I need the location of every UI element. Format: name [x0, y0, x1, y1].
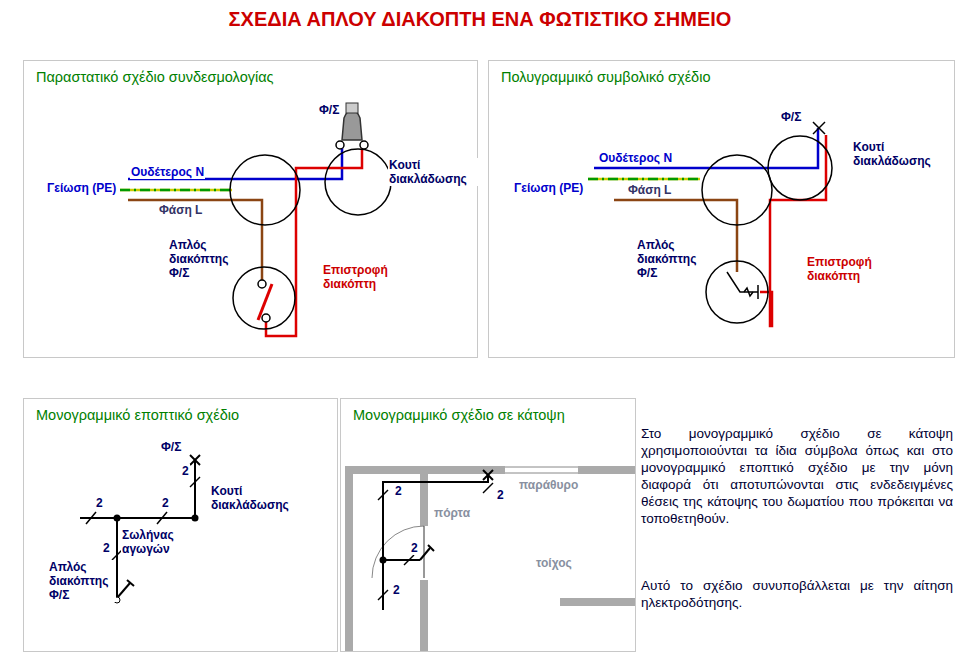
panel-heading: Παραστατικό σχέδιο συνδεσμολογίας — [36, 69, 274, 85]
part-label: πόρτα — [433, 506, 471, 520]
part-label: Επιστροφή διακόπτη — [806, 255, 888, 283]
callout-label: 2 — [392, 583, 401, 597]
callout-label: 2 — [394, 484, 403, 498]
note-text: Στο μονογραμμικό σχέδιο σε κάτοψη χρησιμ… — [640, 425, 954, 527]
panel-heading: Πολυγραμμικό συμβολικό σχέδιο — [501, 69, 710, 85]
part-label: Απλός διακόπτης Φ/Σ — [48, 560, 116, 602]
part-label: Κουτί διακλάδωσης — [210, 484, 304, 512]
part-label: τοίχος — [535, 556, 573, 570]
part-label: Φάση L — [158, 203, 203, 217]
diagram-title: ΣΧΕΔΙΑ ΑΠΛΟΥ ΔΙΑΚΟΠΤΗ ΕΝΑ ΦΩΤΙΣΤΙΚΟ ΣΗΜΕ… — [0, 8, 960, 31]
callout-label: Φ/Σ — [318, 103, 340, 117]
callout-label: 2 — [161, 496, 170, 510]
panel-heading: Μονογραμμικό σχέδιο σε κάτοψη — [353, 407, 565, 423]
part-label: Φάση L — [627, 183, 672, 197]
part-label: Ουδέτερος N — [130, 165, 205, 179]
callout-label: 2 — [181, 464, 190, 478]
part-label: παράθυρο — [518, 478, 579, 492]
part-label: Επιστροφή διακόπτη — [322, 263, 404, 291]
panel-box: Πολυγραμμικό συμβολικό σχέδιο — [488, 60, 955, 358]
part-label: Κουτί διακλάδωσης — [388, 158, 482, 186]
part-label: Σωλήνας αγωγών — [121, 528, 195, 556]
panel-box: Μονογραμμικό σχέδιο σε κάτοψη — [340, 398, 636, 652]
part-label: Γείωση (PE) — [46, 181, 117, 195]
callout-label: 2 — [496, 488, 505, 502]
callout-label: 2 — [95, 496, 104, 510]
part-label: Απλός διακόπτης Φ/Σ — [168, 238, 236, 280]
panel-box: Μονογραμμικό εποπτικό σχέδιο — [23, 398, 338, 652]
part-label: Ουδέτερος N — [598, 151, 673, 165]
callout-label: 2 — [410, 541, 419, 555]
panel-heading: Μονογραμμικό εποπτικό σχέδιο — [36, 407, 239, 423]
note-text: Αυτό το σχέδιο συνυποβάλλεται με την αίτ… — [640, 577, 954, 611]
callout-label: Φ/Σ — [780, 110, 802, 124]
callout-label: Φ/Σ — [160, 440, 182, 454]
part-label: Απλός διακόπτης Φ/Σ — [636, 238, 704, 280]
callout-label: 2 — [102, 541, 111, 555]
part-label: Γείωση (PE) — [513, 181, 584, 195]
part-label: Κουτί διακλάδωσης — [852, 140, 946, 168]
panel-box: Παραστατικό σχέδιο συνδεσμολογίας — [23, 60, 478, 358]
